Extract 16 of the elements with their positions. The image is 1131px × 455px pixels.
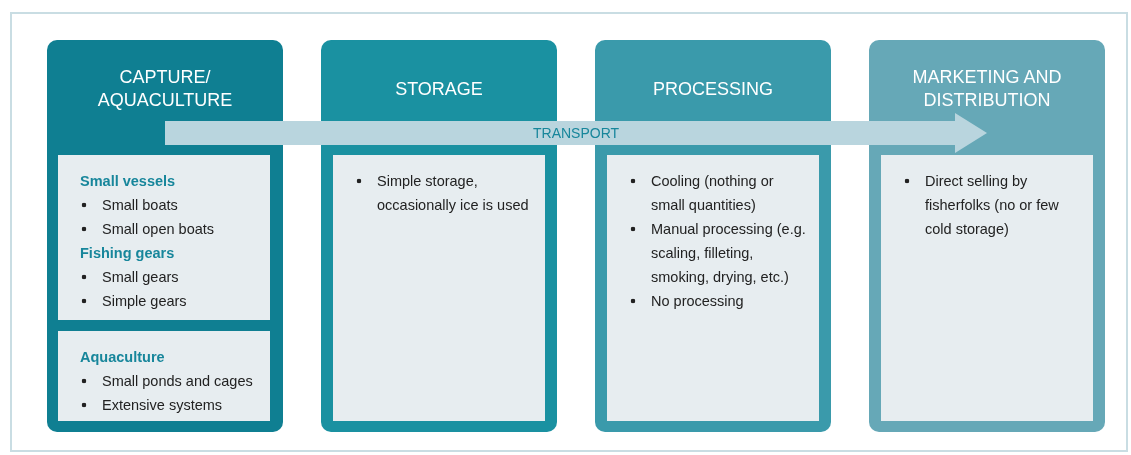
content-card: [333, 155, 545, 421]
content-card: [881, 155, 1093, 421]
stage-column: [47, 40, 283, 432]
stage-heading: MARKETING AND DISTRIBUTION: [911, 66, 1063, 112]
content-card: [607, 155, 819, 421]
edge-label: TRANSPORT: [533, 124, 620, 142]
content-card: [58, 331, 270, 421]
section-heading: Aquaculture: [80, 348, 166, 367]
arrow: [165, 113, 987, 153]
stage-heading: STORAGE: [395, 77, 483, 101]
content-card: [58, 155, 270, 320]
stage-heading: CAPTURE/ AQUACULTURE: [96, 66, 234, 112]
stage-heading: PROCESSING: [653, 77, 773, 101]
section-heading: Fishing gears: [80, 244, 176, 263]
section-heading: Small vessels: [80, 172, 177, 191]
stage-column: [869, 40, 1105, 432]
